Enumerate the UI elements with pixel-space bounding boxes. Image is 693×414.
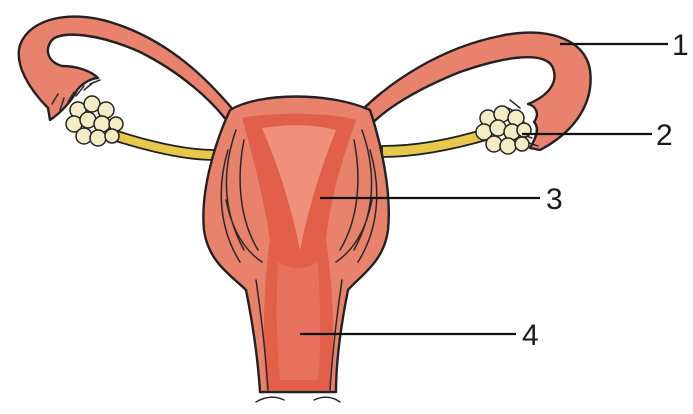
label-2: 2 [656,119,673,152]
left-ovarian-ligament [106,128,215,160]
label-1: 1 [672,29,689,62]
left-ovary [66,96,123,146]
label-4: 4 [522,319,539,352]
right-ovarian-ligament [382,128,490,157]
left-fallopian-tube [19,17,235,125]
vaginal-opening-lines [256,397,340,402]
right-ovary [476,106,531,154]
label-3: 3 [546,183,563,216]
cervix-highlight [277,262,321,380]
